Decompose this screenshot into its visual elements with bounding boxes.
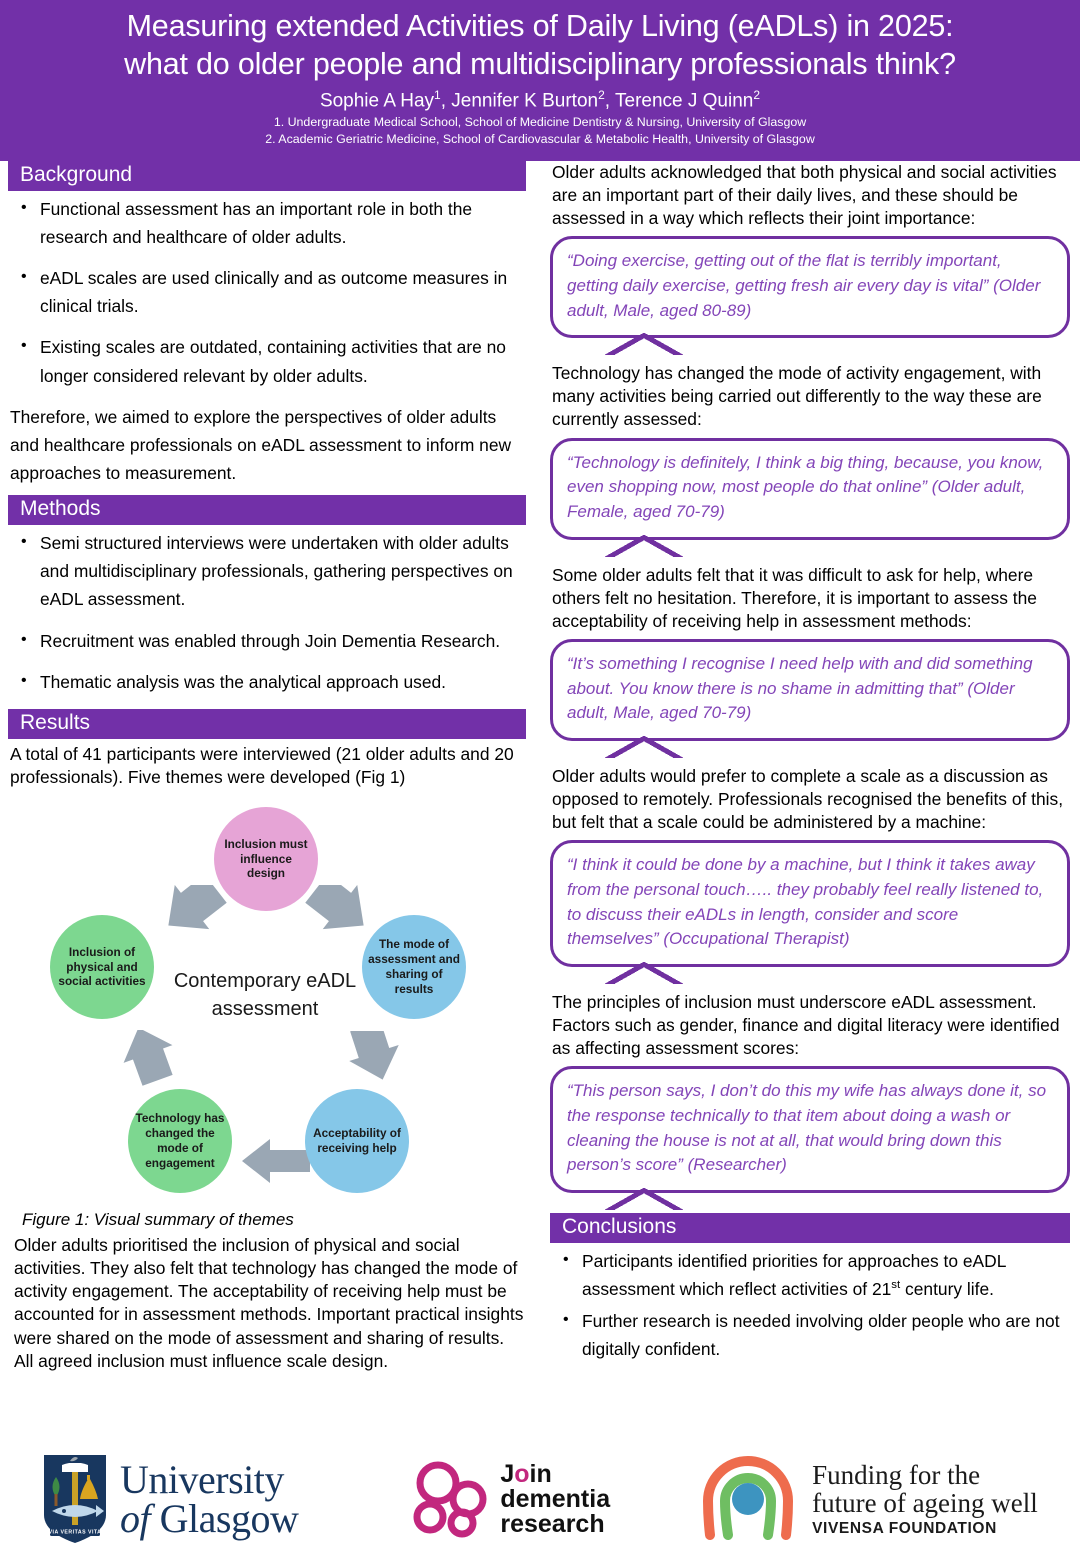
- glasgow-wordmark: University of Glasgow: [120, 1456, 299, 1541]
- title-line-2: what do older people and multidisciplina…: [124, 46, 956, 81]
- finding-lead-3: Some older adults felt that it was diffi…: [552, 564, 1037, 631]
- quote-bubble-2: “Technology is definitely, I think a big…: [550, 437, 1070, 557]
- vivensa-wordmark: Funding for the future of ageing well VI…: [812, 1461, 1038, 1538]
- section-header-methods: Methods: [8, 495, 526, 526]
- affiliation-1: 1. Undergraduate Medical School, School …: [273, 114, 807, 129]
- jdr-in: in: [529, 1459, 552, 1488]
- jdr-j: J: [500, 1459, 515, 1488]
- glasgow-wordmark-line1: University: [120, 1456, 284, 1502]
- list-item: Thematic analysis was the analytical app…: [8, 668, 526, 696]
- author-1-affil-marker: 1: [434, 87, 441, 102]
- conclusions-bullet-list: Participants identified priorities for a…: [550, 1247, 1070, 1364]
- page-title: Measuring extended Activities of Daily L…: [14, 8, 1066, 84]
- glasgow-motto-text: VIA VERITAS VITA: [49, 1530, 102, 1536]
- poster-columns: Background Functional assessment has an …: [0, 160, 1080, 1377]
- affiliation-2: 2. Academic Geriatric Medicine, School o…: [265, 132, 815, 147]
- arrow-bottom-right-to-bottom-left-icon: [242, 1139, 310, 1184]
- theme-node-acceptability-help: Acceptability of receiving help: [305, 1089, 409, 1194]
- poster-header: Measuring extended Activities of Daily L…: [0, 0, 1080, 161]
- author-3-affil-marker: 2: [753, 87, 761, 102]
- finding-lead-1: Older adults acknowledged that both phys…: [552, 161, 1057, 229]
- glasgow-wordmark-glasgow: Glasgow: [159, 1496, 299, 1541]
- list-item: Functional assessment has an important r…: [8, 195, 526, 251]
- theme-node-inclusion-design: Inclusion must influence design: [214, 807, 318, 912]
- right-column: Older adults acknowledged that both phys…: [540, 161, 1080, 1377]
- list-item: eADL scales are used clinically and as o…: [8, 264, 526, 320]
- conclusion-1-ordinal: st: [891, 1279, 901, 1292]
- figure-1-caption: Figure 1: Visual summary of themes: [22, 1210, 294, 1230]
- section-header-results: Results: [8, 709, 526, 739]
- jdr-wordmark: Join dementia research: [500, 1459, 611, 1538]
- arrow-right-to-bottom-right-icon: [349, 1031, 399, 1080]
- background-bullet-list: Functional assessment has an important r…: [8, 195, 526, 390]
- conclusion-1-text-b: century life.: [900, 1278, 994, 1299]
- jdr-o: o: [514, 1459, 530, 1488]
- background-aim-paragraph: Therefore, we aimed to explore the persp…: [10, 406, 512, 484]
- figure-center-label: Contemporary eADL assessment: [173, 970, 357, 1020]
- arrow-bottom-left-to-left-icon: [123, 1030, 173, 1086]
- quote-bubble-5: “This person says, I don’t do this my wi…: [550, 1066, 1070, 1210]
- glasgow-crest-icon: VIA VERITAS VITA: [44, 1455, 106, 1543]
- join-dementia-research-logo: Join dementia research: [408, 1459, 610, 1539]
- left-column: Background Functional assessment has an …: [0, 160, 540, 1377]
- quote-bubble-4: “I think it could be done by a machine, …: [550, 840, 1070, 984]
- author-list: Sophie A Hay1, Jennifer K Burton2, Teren…: [14, 88, 1066, 114]
- theme-node-physical-social: Inclusion of physical and social activit…: [50, 915, 154, 1020]
- list-item: Recruitment was enabled through Join Dem…: [8, 627, 526, 655]
- list-item: Participants identified priorities for a…: [550, 1247, 1070, 1303]
- section-header-background: Background: [8, 160, 526, 191]
- finding-lead-4: Older adults would prefer to complete a …: [552, 765, 1064, 833]
- author-2-affil-marker: 2: [598, 87, 605, 102]
- funder-logo-bar: VIA VERITAS VITA University of Glasgow J…: [0, 1438, 1080, 1560]
- vivensa-line2: future of ageing well: [812, 1488, 1038, 1519]
- title-line-1: Measuring extended Activities of Daily L…: [126, 9, 954, 43]
- figure-1-cycle-diagram: Inclusion must influence design The mode…: [10, 793, 530, 1208]
- author-3: , Terence J Quinn: [604, 89, 754, 111]
- university-of-glasgow-logo: VIA VERITAS VITA University of Glasgow: [42, 1453, 299, 1545]
- quote-bubble-1: “Doing exercise, getting out of the flat…: [550, 236, 1070, 356]
- list-item: Semi structured interviews were undertak…: [8, 529, 526, 614]
- conclusion-1-text-a: Participants identified priorities for a…: [582, 1250, 1006, 1299]
- jdr-wordmark-line3: research: [500, 1509, 605, 1538]
- list-item: Further research is needed involving old…: [550, 1307, 1070, 1363]
- vivensa-line3: VIVENSA FOUNDATION: [812, 1519, 997, 1537]
- list-item: Existing scales are outdated, containing…: [8, 333, 526, 389]
- finding-lead-2: Technology has changed the mode of activ…: [552, 363, 1042, 430]
- quote-bubble-3: “It’s something I recognise I need help …: [550, 638, 1070, 758]
- arrow-top-to-right-icon: [305, 885, 364, 930]
- vivensa-line1: Funding for the: [812, 1459, 981, 1490]
- jdr-circles-icon: [413, 1461, 487, 1538]
- glasgow-wordmark-of: of: [120, 1496, 151, 1541]
- jdr-wordmark-line2: dementia: [500, 1484, 611, 1513]
- finding-lead-5: The principles of inclusion must undersc…: [552, 991, 1060, 1059]
- methods-bullet-list: Semi structured interviews were undertak…: [8, 529, 526, 696]
- vivensa-arcs-icon: [703, 1456, 794, 1540]
- theme-node-mode-assessment: The mode of assessment and sharing of re…: [362, 915, 466, 1020]
- results-summary-paragraph: Older adults prioritised the inclusion o…: [14, 1235, 524, 1371]
- glasgow-wordmark-line2: of Glasgow: [120, 1496, 299, 1541]
- results-intro-paragraph: A total of 41 participants were intervie…: [10, 743, 514, 787]
- section-header-conclusions: Conclusions: [550, 1212, 1070, 1243]
- jdr-wordmark-line1: Join: [500, 1459, 610, 1488]
- arrow-left-to-top-icon: [168, 885, 227, 930]
- author-2: , Jennifer K Burton: [440, 89, 599, 111]
- author-1: Sophie A Hay: [319, 89, 435, 111]
- theme-node-technology-mode: Technology has changed the mode of engag…: [128, 1089, 232, 1194]
- vivensa-foundation-logo: Funding for the future of ageing well VI…: [698, 1453, 1038, 1545]
